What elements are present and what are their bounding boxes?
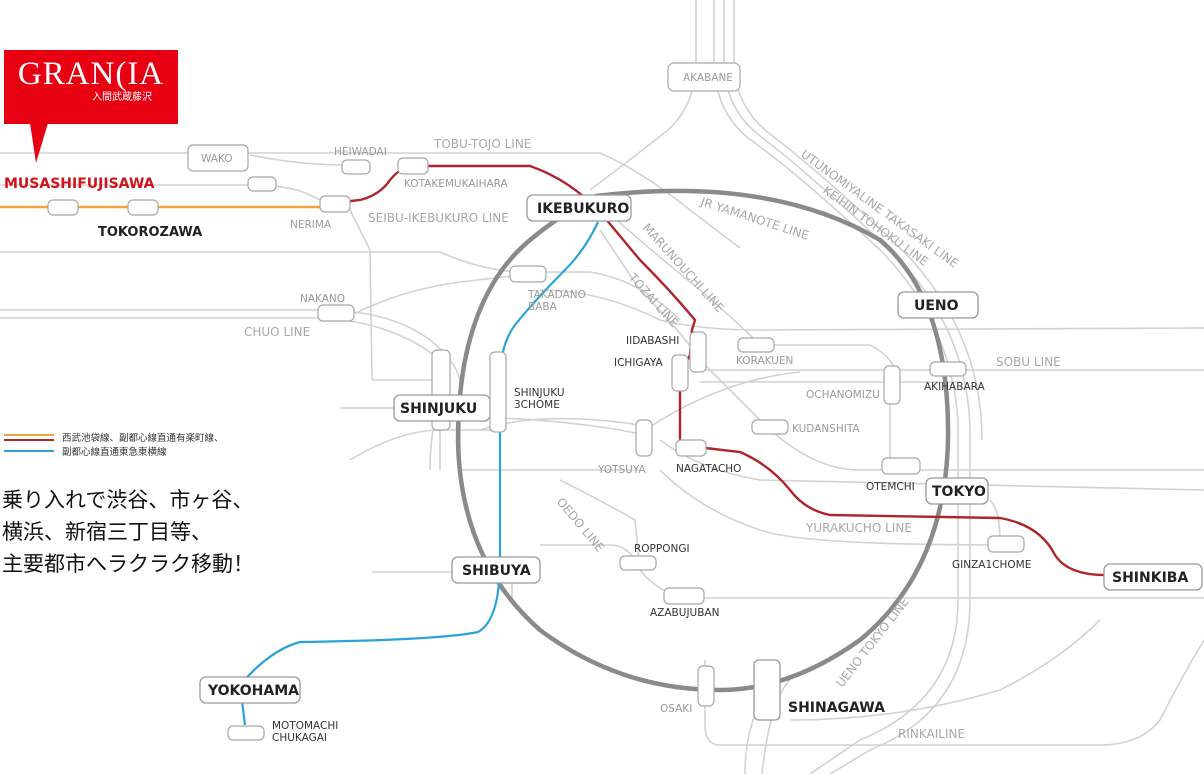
slogan-line-1: 乗り入れで渋谷、市ヶ谷、	[2, 488, 254, 512]
akihabara-marker[interactable]	[929, 361, 967, 377]
takadanobaba-label-2: BABA	[528, 301, 558, 313]
wako-marker[interactable]	[187, 144, 249, 172]
shinjuku3-label-2: 3CHOME	[514, 399, 560, 411]
utsunomiya-label: UTUNOMIYALINE TAKASAKI LINE	[798, 147, 961, 271]
kudanshita-label: KUDANSHITA	[792, 423, 860, 435]
ikebukuro-marker[interactable]	[526, 194, 632, 222]
ikebukuro-label: IKEBUKURO	[537, 201, 629, 217]
nerima-marker[interactable]	[319, 195, 351, 213]
kudanshita-marker[interactable]	[751, 419, 789, 435]
shinjuku3-marker[interactable]	[489, 351, 507, 433]
ichigaya-label: ICHIGAYA	[614, 357, 664, 369]
legend-item-blue: 副都心線直通東急東横線	[4, 445, 304, 458]
tokorozawa-marker-b[interactable]	[127, 199, 159, 216]
logo-subtitle: 入間武蔵藤沢	[92, 92, 152, 103]
legend-text-2: 副都心線直通東急東横線	[62, 447, 167, 458]
shinagawa-label: SHINAGAWA	[788, 700, 885, 716]
roppongi-label: ROPPONGI	[634, 543, 690, 555]
yurakucho-label: YURAKUCHO LINE	[805, 521, 912, 535]
heiwadai-marker[interactable]	[341, 159, 371, 175]
tobu-tojo-label: TOBU-TOJO LINE	[433, 137, 531, 151]
wako-label: WAKO	[201, 153, 233, 165]
ueno-marker[interactable]	[897, 291, 979, 319]
takadanobaba-marker[interactable]	[509, 265, 547, 283]
legend-item-orange-red: 西武池袋線、副都心線直通有楽町線、	[4, 431, 304, 444]
rinkai-label: RINKAILINE	[898, 727, 965, 741]
station-labels: AKABANE WAKO HEIWADAI KOTAKEMUKAIHARA NE…	[4, 72, 1188, 744]
akabane-label: AKABANE	[683, 72, 733, 84]
shinjuku-label: SHINJUKU	[400, 401, 477, 417]
nagatacho-marker[interactable]	[675, 439, 707, 457]
seibu-ikebukuro-label: SEIBU-IKEBUKURO LINE	[368, 211, 509, 225]
tokyo-label: TOKYO	[932, 484, 986, 500]
azabujuban-marker[interactable]	[663, 587, 705, 605]
tozai-label: TOZAI LINE	[625, 270, 681, 330]
osaki-label: OSAKI	[660, 703, 692, 715]
shibuya-marker[interactable]	[451, 556, 541, 584]
grancia-logo: GRAN(IA 入間武蔵藤沢	[4, 50, 178, 124]
shinkiba-label: SHINKIBA	[1112, 570, 1188, 586]
legend-text-1: 西武池袋線、副都心線直通有楽町線、	[62, 433, 224, 444]
kotakemukaihara-label: KOTAKEMUKAIHARA	[404, 178, 509, 190]
yotsuya-marker[interactable]	[635, 419, 653, 457]
heiwadai-label: HEIWADAI	[334, 146, 387, 158]
ueno-tokyo-label: UENO TOKYO LINE	[833, 595, 911, 690]
shibuya-label: SHIBUYA	[462, 563, 531, 579]
kotakemukaihara-marker[interactable]	[397, 157, 429, 175]
nerima-label: NERIMA	[290, 219, 332, 231]
otemchi-label: OTEMCHI	[866, 481, 915, 493]
motomachi-marker[interactable]	[227, 725, 265, 741]
yokohama-marker[interactable]	[199, 676, 301, 704]
motomachi-label-1: MOTOMACHI	[272, 720, 338, 732]
iidabashi-marker[interactable]	[689, 331, 707, 373]
nakano-label: NAKANO	[300, 293, 345, 305]
station-markers	[47, 62, 1203, 741]
ginza1-label: GINZA1CHOME	[952, 559, 1031, 571]
shinjuku3-label-1: SHINJUKU	[514, 387, 565, 399]
blue-route-line	[238, 221, 599, 726]
yamanote-ring	[455, 188, 951, 693]
ueno-label: UENO	[914, 298, 959, 314]
shinagawa-marker[interactable]	[753, 659, 781, 721]
slogan-line-2: 横浜、新宿三丁目等、	[2, 520, 212, 544]
jr-yamanote-label: JR YAMANOTE LINE	[698, 194, 811, 242]
sobu-label: SOBU LINE	[996, 355, 1061, 369]
nakano-marker[interactable]	[317, 304, 355, 322]
nagatacho-label: NAGATACHO	[676, 463, 741, 475]
yotsuya-label: YOTSUYA	[597, 464, 646, 476]
motomachi-label-2: CHUKAGAI	[272, 732, 327, 744]
iidabashi-label: IIDABASHI	[626, 335, 679, 347]
logo-pointer	[30, 123, 48, 163]
home-station-label: MUSASHIFUJISAWA	[4, 176, 155, 192]
ochanomizu-label: OCHANOMIZU	[806, 389, 880, 401]
yokohama-label: YOKOHAMA	[207, 683, 299, 699]
ginza1-marker[interactable]	[987, 535, 1025, 553]
legend: 西武池袋線、副都心線直通有楽町線、 副都心線直通東急東横線	[4, 431, 304, 459]
korakuen-label: KORAKUEN	[736, 355, 793, 367]
takadanobaba-label-1: TAKADANO	[527, 289, 586, 301]
logo-brand: GRAN(IA	[17, 56, 165, 92]
legend-swatch-blue	[4, 450, 54, 452]
akabane-marker[interactable]	[667, 62, 741, 92]
tokorozawa-marker-a[interactable]	[47, 199, 79, 216]
roppongi-marker[interactable]	[619, 555, 657, 571]
korakuen-marker[interactable]	[737, 337, 775, 353]
legend-swatch-orange-red	[4, 431, 54, 444]
slogan-line-3: 主要都市へラクラク移動！	[2, 552, 254, 576]
ochanomizu-marker[interactable]	[883, 365, 901, 405]
otemchi-marker[interactable]	[881, 457, 921, 475]
slogan: 乗り入れで渋谷、市ヶ谷、 横浜、新宿三丁目等、 主要都市へラクラク移動！	[2, 484, 332, 580]
akihabara-label: AKIHABARA	[924, 381, 985, 393]
nerima-small-marker[interactable]	[247, 176, 277, 192]
osaki-marker[interactable]	[697, 665, 715, 707]
azabujuban-label: AZABUJUBAN	[650, 607, 719, 619]
tokorozawa-label: TOKOROZAWA	[98, 225, 202, 240]
chuo-label: CHUO LINE	[244, 325, 310, 339]
tokyo-marker[interactable]	[925, 477, 989, 505]
ichigaya-marker[interactable]	[671, 354, 689, 392]
shinkiba-marker[interactable]	[1103, 563, 1203, 591]
